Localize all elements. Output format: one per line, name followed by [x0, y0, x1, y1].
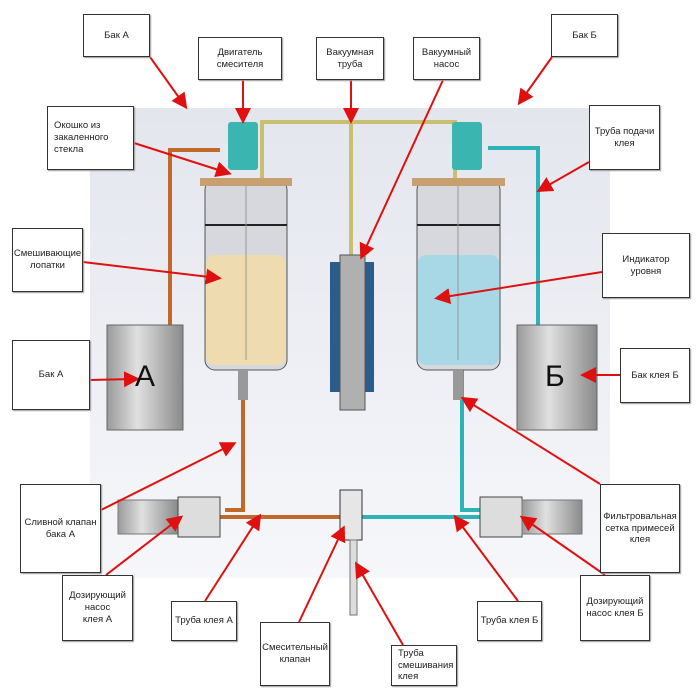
label-glue-tank-b: Бак клея Б — [620, 348, 690, 403]
pipe-b-feed — [488, 146, 540, 325]
label-level-indicator: Индикатор уровня — [602, 233, 690, 298]
tank-b-letter: Б — [545, 360, 565, 393]
label-vacuum-pipe: Вакуумная труба — [316, 37, 384, 80]
label-glue-pipe-b: Труба клея Б — [477, 601, 542, 641]
dosing-pump-a-unit — [117, 496, 221, 538]
label-mixer-motor: Двигатель смесителя — [198, 37, 282, 80]
label-filter-mesh: Фильтровальная сетка примесей клея — [600, 484, 680, 573]
label-glass-window: Окошко из закаленного стекла — [47, 106, 134, 170]
label-tank-a-top: Бак А — [83, 14, 150, 57]
label-glue-feed-pipe: Труба подачи клея — [589, 105, 660, 170]
mixing-tank-b — [412, 122, 505, 400]
label-glue-pipe-a: Труба клея А — [171, 601, 237, 641]
label-dosing-pump-b: Дозирующий насос клея Б — [580, 575, 650, 641]
label-tank-a-side: Бак А — [12, 340, 90, 410]
label-tank-b-top: Бак Б — [551, 14, 618, 57]
dosing-pump-b-unit — [479, 496, 583, 538]
vacuum-pump-unit — [330, 254, 374, 411]
pipe-a-feed — [168, 148, 220, 325]
label-mixing-valve: Смесительный клапан — [260, 622, 330, 686]
label-drain-valve-a: Сливной клапан бака А — [20, 484, 101, 573]
tank-a-letter: А — [135, 360, 156, 393]
label-mixing-tube: Труба смешивания клея — [391, 645, 457, 686]
glue-pipe-a — [215, 370, 342, 519]
mixing-tube-body — [349, 539, 358, 616]
label-dosing-pump-a: Дозирующий насос клея А — [62, 575, 133, 641]
callout-arrows — [82, 56, 620, 646]
mixing-valve-body — [339, 489, 363, 541]
label-vacuum-pump: Вакуумный насос — [413, 37, 480, 80]
label-mixing-blades: Смешивающие лопатки — [12, 228, 83, 292]
storage-tank-a — [106, 324, 184, 431]
mixing-tank-a — [200, 122, 292, 400]
